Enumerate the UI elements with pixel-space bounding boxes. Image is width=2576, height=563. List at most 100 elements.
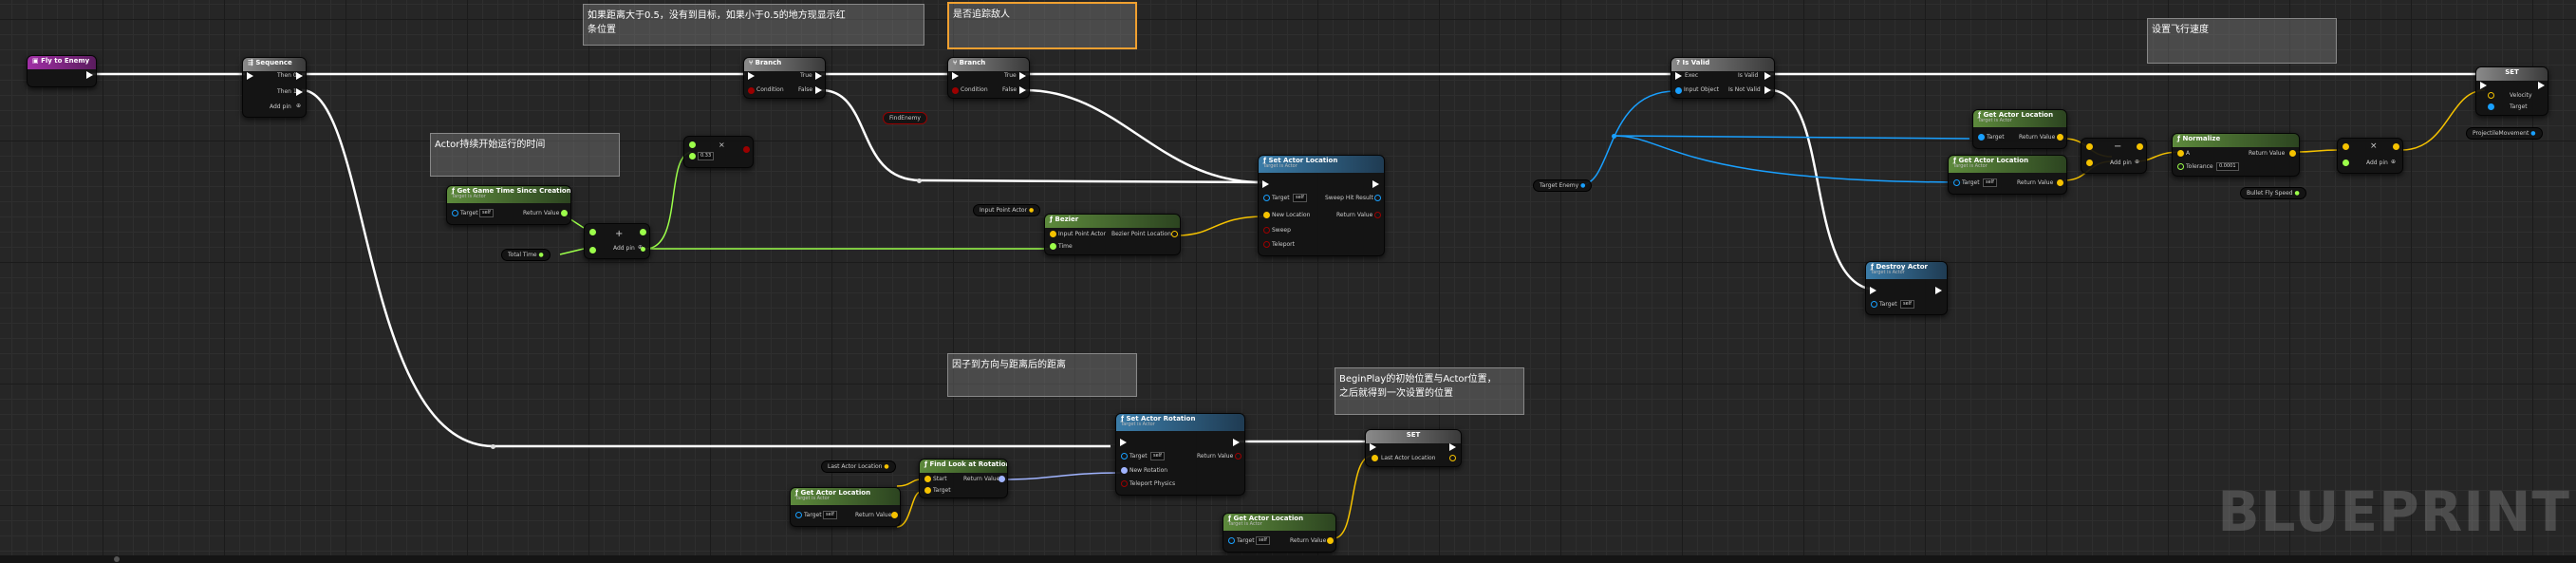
exec-in-pin[interactable] [748, 72, 755, 80]
reroute-node[interactable] [491, 444, 495, 449]
tolerance-field[interactable]: 0.0001 [2216, 162, 2239, 171]
vector-out-pin[interactable] [2057, 179, 2063, 186]
comment-box-selected[interactable]: 是否追踪敌人 [947, 2, 1137, 49]
struct-out-pin[interactable] [1374, 195, 1381, 201]
add-pin-icon[interactable]: ⊕ [638, 244, 643, 251]
exec-out-pin[interactable] [86, 71, 93, 79]
exec-in-pin[interactable] [247, 72, 253, 80]
reroute-node[interactable] [1612, 134, 1616, 139]
exec-in-pin[interactable] [952, 72, 959, 80]
float-in-pin[interactable] [589, 229, 596, 235]
set-velocity-node[interactable]: SET Velocity Target [2475, 66, 2548, 116]
input-point-actor-variable[interactable]: Input Point Actor ● [973, 204, 1041, 216]
target-pin[interactable] [1871, 301, 1877, 308]
normalize-node[interactable]: ƒ Normalize A Tolerance 0.0001 Return Va… [2172, 133, 2300, 177]
custom-event-node[interactable]: ▣ Fly to Enemy [27, 55, 97, 87]
add-float-node[interactable]: + Add pin ⊕ [584, 223, 650, 259]
multiply-vector-node[interactable]: × Add pin ⊕ [2337, 138, 2403, 174]
reroute-node[interactable] [917, 178, 922, 183]
vector-out-pin[interactable] [2393, 143, 2399, 150]
branch-node[interactable]: ⑂ Branch Condition True False [743, 57, 826, 99]
target-pin[interactable] [1228, 537, 1235, 544]
vector-in-pin[interactable] [1050, 231, 1056, 237]
target-pin[interactable] [795, 512, 802, 518]
bool-in-pin[interactable] [1121, 480, 1128, 487]
bezier-node[interactable]: ƒ Bezier Input Point Actor Time Bezier P… [1044, 214, 1181, 255]
exec-in-pin[interactable] [1262, 180, 1269, 188]
vector-in-pin[interactable] [924, 487, 931, 494]
input-object-pin[interactable] [1675, 87, 1682, 94]
sequence-node[interactable]: ⇶ Sequence Then 0 Then 1 Add pin ⊕ [242, 57, 307, 118]
exec-out-pin[interactable] [815, 86, 822, 94]
self-field[interactable]: self [823, 511, 837, 519]
vector-out-pin[interactable] [1449, 455, 1456, 461]
vector-in-pin[interactable] [2177, 150, 2184, 157]
exec-out-pin[interactable] [1019, 72, 1026, 80]
comment-box[interactable]: 如果距离大于0.5，没有到目标，如果小于0.5的地方现显示红条位置 [583, 4, 924, 46]
float-in-pin[interactable] [2343, 160, 2349, 166]
bool-in-pin[interactable] [1263, 227, 1270, 234]
target-pin[interactable] [452, 210, 458, 216]
vector-in-pin[interactable] [2086, 160, 2093, 166]
vector-out-pin[interactable] [1327, 537, 1334, 544]
add-pin-button[interactable]: Add pin [2366, 160, 2388, 166]
exec-out-pin[interactable] [1019, 86, 1026, 94]
self-field[interactable]: self [1983, 178, 1997, 187]
float-out-pin[interactable] [561, 210, 568, 216]
find-look-at-rotation-node[interactable]: ƒ Find Look at Rotation Start Target Ret… [919, 459, 1008, 498]
bullet-fly-speed-variable[interactable]: Bullet Fly Speed ● [2240, 187, 2306, 199]
rotator-in-pin[interactable] [1121, 467, 1128, 474]
find-enemy-variable[interactable]: FindEnemy [883, 112, 927, 124]
exec-in-pin[interactable] [1675, 72, 1682, 80]
target-pin[interactable] [1263, 195, 1270, 201]
float-in-pin[interactable] [589, 247, 596, 253]
multiplier-field[interactable]: 0.33 [698, 152, 715, 160]
reroute-node[interactable] [641, 247, 645, 252]
exec-in-pin[interactable] [1870, 287, 1876, 294]
add-pin-button[interactable]: Add pin [613, 245, 635, 252]
exec-in-pin[interactable] [1120, 439, 1127, 446]
exec-out-pin[interactable] [1764, 72, 1771, 80]
exec-out-pin[interactable] [1233, 439, 1240, 446]
rotator-out-pin[interactable] [999, 476, 1005, 482]
scroll-indicator-icon[interactable] [114, 556, 120, 562]
self-field[interactable]: self [479, 209, 494, 217]
float-out-pin[interactable] [743, 146, 750, 153]
multiply-float-node[interactable]: × 0.33 [683, 136, 754, 168]
velocity-pin[interactable] [2488, 92, 2494, 99]
vector-in-pin[interactable] [1263, 212, 1270, 218]
comment-box[interactable]: BeginPlay的初始位置与Actor位置，之后就得到一次设置的位置 [1335, 367, 1524, 415]
target-pin[interactable] [1121, 453, 1128, 460]
exec-in-pin[interactable] [2480, 82, 2487, 89]
vector-out-pin[interactable] [2137, 143, 2143, 150]
vector-out-pin[interactable] [2289, 150, 2296, 157]
add-pin-button[interactable]: Add pin [2110, 160, 2132, 166]
exec-out-pin[interactable] [1935, 287, 1942, 294]
bool-in-pin[interactable] [1263, 241, 1270, 248]
add-pin-icon[interactable]: ⊕ [2135, 159, 2140, 165]
float-in-pin[interactable] [1050, 243, 1056, 250]
exec-out-pin[interactable] [2538, 82, 2545, 89]
exec-in-pin[interactable] [1370, 443, 1376, 451]
is-valid-node[interactable]: ? Is Valid Exec Input Object Is Valid Is… [1671, 57, 1775, 99]
add-pin-icon[interactable]: ⊕ [296, 103, 302, 109]
self-field[interactable]: self [1150, 452, 1165, 460]
last-actor-location-variable[interactable]: Last Actor Location ● [821, 460, 896, 473]
exec-out-pin[interactable] [815, 72, 822, 80]
condition-pin[interactable] [952, 87, 959, 94]
vector-out-pin[interactable] [1171, 231, 1178, 237]
vector-in-pin[interactable] [2086, 143, 2093, 150]
comment-box[interactable]: 因子到方向与距离后的距离 [947, 353, 1137, 397]
vector-in-pin[interactable] [2343, 143, 2349, 150]
condition-pin[interactable] [748, 87, 755, 94]
self-field[interactable]: self [1900, 300, 1914, 309]
comment-box[interactable]: 设置飞行速度 [2147, 18, 2337, 64]
target-pin[interactable] [1953, 179, 1960, 186]
